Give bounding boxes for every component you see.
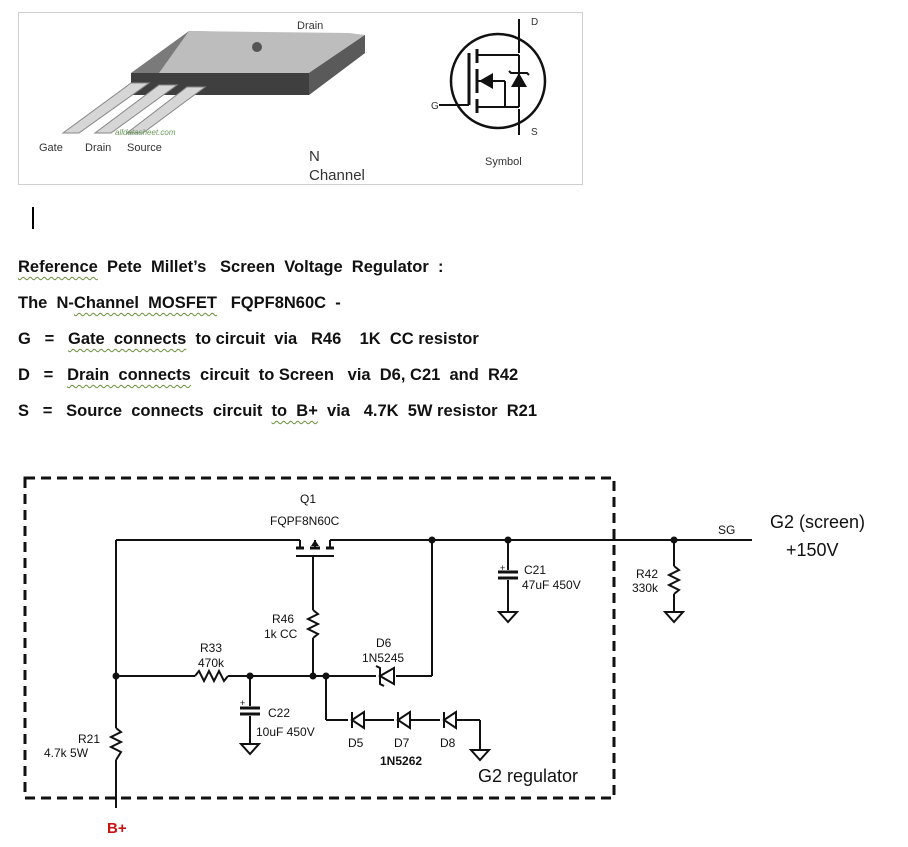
d5-zener: [350, 710, 365, 730]
reference-rest: Pete Millet’s Screen Voltage Regulator :: [97, 258, 444, 276]
mosfet-line-part: FQPF8N60C -: [216, 294, 341, 312]
gate-line: G = Gate connects to circuit via R46 1K …: [18, 330, 479, 349]
d5-ref: D5: [348, 736, 364, 750]
r21-ref: R21: [78, 732, 100, 746]
gate-line-rest: to circuit via R46 1K CC resistor: [186, 330, 479, 348]
q1-part: FQPF8N60C: [270, 514, 340, 528]
symbol-caption: Symbol: [485, 156, 522, 168]
c22-ref: C22: [268, 706, 290, 720]
source-line-key: to B+: [271, 402, 318, 420]
r42-resistor: [666, 565, 682, 595]
bplus-label: B+: [107, 820, 127, 837]
r21-resistor: [108, 727, 124, 761]
g2-screen-label: G2 (screen): [770, 512, 865, 532]
drain-line-prefix: D =: [18, 366, 68, 384]
r46-value: 1k CC: [264, 627, 298, 641]
q1-mosfet: [296, 540, 334, 610]
source-pin-label: Source: [127, 142, 162, 154]
lead-source: [125, 86, 207, 134]
c22-plus: +: [240, 698, 245, 708]
mosfet-symbol: D G S: [431, 17, 547, 138]
reference-word: Reference: [18, 258, 98, 276]
package-side: [309, 35, 365, 95]
junction-dot: [670, 536, 678, 544]
mosfet-line-prefix: The N-: [18, 294, 74, 312]
g2-voltage-label: +150V: [786, 540, 839, 560]
c21-value: 47uF 450V: [522, 578, 581, 592]
gate-line-key: Gate connects: [67, 330, 187, 348]
junction-dot: [428, 536, 436, 544]
zener-part: 1N5262: [380, 754, 422, 768]
zener-ground: [468, 749, 492, 762]
reference-line: Reference Pete Millet’s Screen Voltage R…: [18, 258, 443, 277]
source-line-rest: via 4.7K 5W resistor R21: [317, 402, 538, 420]
c22-value: 10uF 450V: [256, 725, 315, 739]
d6-zener: [375, 665, 395, 687]
r42-ref: R42: [636, 567, 658, 581]
gate-line-prefix: G =: [18, 330, 68, 348]
mosfet-package-drawing: Drain Gate Drain Source alldatasheet.com…: [39, 17, 547, 184]
d6-ref: D6: [376, 636, 392, 650]
gate-pin-label: Gate: [39, 142, 63, 154]
r33-value: 470k: [198, 656, 225, 670]
r33-resistor: [194, 668, 229, 684]
lead-drain: [93, 84, 179, 134]
junction-dot: [322, 672, 330, 680]
c21-ground: [496, 611, 520, 624]
text-cursor: [32, 207, 34, 229]
r46-resistor: [305, 609, 321, 639]
sg-label: SG: [718, 523, 735, 537]
regulator-schematic: + + Q1 FQPF8N60C SG G2 (screen) +150V C2…: [23, 476, 865, 837]
d7-ref: D7: [394, 736, 410, 750]
d7-zener: [396, 710, 411, 730]
d8-zener: [442, 710, 457, 730]
d8-ref: D8: [440, 736, 456, 750]
channel-label: Channel: [309, 167, 365, 184]
r21-value: 4.7k 5W: [44, 746, 89, 760]
junction-dot: [504, 536, 512, 544]
mosfet-package-figure: Drain Gate Drain Source alldatasheet.com…: [18, 12, 583, 185]
junction-dot: [112, 672, 120, 680]
r33-ref: R33: [200, 641, 222, 655]
symbol-s-label: S: [531, 127, 538, 138]
drain-tab-label: Drain: [297, 20, 323, 32]
symbol-g-label: G: [431, 101, 439, 112]
junction-dot: [309, 672, 317, 680]
r42-ground: [662, 611, 686, 624]
r46-ref: R46: [272, 612, 294, 626]
junction-dot: [246, 672, 254, 680]
package-front: [131, 73, 309, 95]
q1-ref: Q1: [300, 492, 316, 506]
source-line: S = Source connects circuit to B+ via 4.…: [18, 402, 537, 421]
drain-pin-label: Drain: [85, 142, 111, 154]
source-line-prefix: S = Source connects circuit: [18, 402, 272, 420]
mosfet-line: The N-Channel MOSFET FQPF8N60C -: [18, 294, 341, 313]
regulator-boundary: [23, 476, 616, 800]
symbol-d-label: D: [531, 17, 538, 28]
drain-line-key: Drain connects: [67, 366, 191, 384]
lead-gate: [61, 82, 151, 134]
package-hole: [252, 42, 262, 52]
drain-line: D = Drain connects circuit to Screen via…: [18, 366, 518, 385]
d6-part: 1N5245: [362, 651, 404, 665]
channel-label-n: N: [309, 148, 320, 165]
r42-value: 330k: [632, 581, 659, 595]
package-top: [159, 31, 365, 73]
watermark: alldatasheet.com: [115, 128, 176, 137]
region-label: G2 regulator: [478, 766, 578, 786]
mosfet-line-type: Channel MOSFET: [73, 294, 217, 312]
c22-ground: [238, 743, 262, 756]
c21-plus: +: [500, 563, 505, 573]
c21-ref: C21: [524, 563, 546, 577]
drain-line-rest: circuit to Screen via D6, C21 and R42: [190, 366, 519, 384]
